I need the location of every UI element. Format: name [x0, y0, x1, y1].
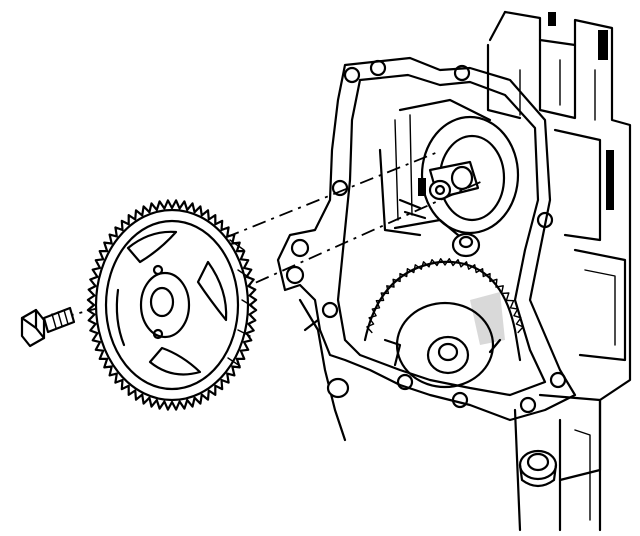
housing-lower-bracket	[298, 298, 350, 442]
timing-cover-housing	[276, 56, 577, 422]
mounting-bolt	[20, 306, 76, 348]
center-bolt	[451, 232, 481, 258]
camshaft-gear	[86, 199, 258, 411]
crankshaft-gear	[363, 258, 524, 389]
camshaft-nose	[398, 160, 480, 220]
lower-block-bolt	[518, 449, 558, 488]
engine-block	[486, 10, 632, 532]
